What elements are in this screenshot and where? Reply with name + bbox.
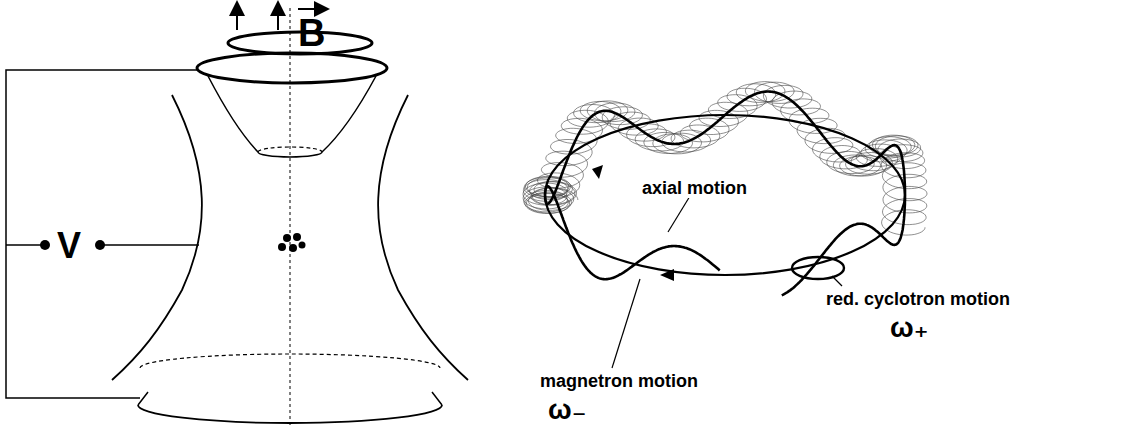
voltage-label: V: [57, 228, 81, 264]
ring-hidden-edge: [140, 354, 440, 368]
field-arrow: [236, 8, 238, 30]
endcap-rim: [197, 53, 387, 83]
frequency-label: ω₋: [548, 396, 586, 424]
symmetry-axis: [290, 8, 291, 425]
leader-line: [832, 276, 842, 286]
endcap-surface: [208, 76, 258, 152]
leader-line: [612, 279, 640, 368]
ring-electrode: [112, 95, 202, 380]
magnetron-orbit: [545, 115, 905, 275]
wire: [6, 244, 45, 246]
direction-arrow: [660, 269, 674, 281]
frequency-label: ω₊: [890, 314, 928, 342]
endcap-rim: [138, 392, 442, 405]
motion-label: axial motion: [640, 178, 749, 198]
motion-label: magnetron motion: [540, 372, 698, 390]
vector-arrow: [298, 8, 322, 10]
leader-line: [668, 196, 690, 232]
cyclotron-loop: [792, 257, 844, 279]
field-label: B: [298, 14, 325, 52]
endcap-tip: [258, 152, 322, 157]
ring-electrode: [378, 95, 468, 380]
endcap-surface: [322, 76, 376, 152]
motion-label: red. cyclotron motion: [826, 290, 1010, 308]
direction-arrow: [592, 165, 603, 179]
wire: [100, 244, 199, 246]
wire: [6, 70, 197, 398]
field-arrow: [277, 8, 279, 30]
endcap-tip-hidden: [258, 147, 322, 152]
endcap-rim: [138, 405, 442, 423]
terminal-dot: [40, 240, 50, 250]
cyclotron-loops: [523, 82, 927, 236]
terminal-dot: [95, 240, 105, 250]
ion-cloud: [278, 233, 306, 252]
axial-trajectory: [545, 92, 905, 296]
